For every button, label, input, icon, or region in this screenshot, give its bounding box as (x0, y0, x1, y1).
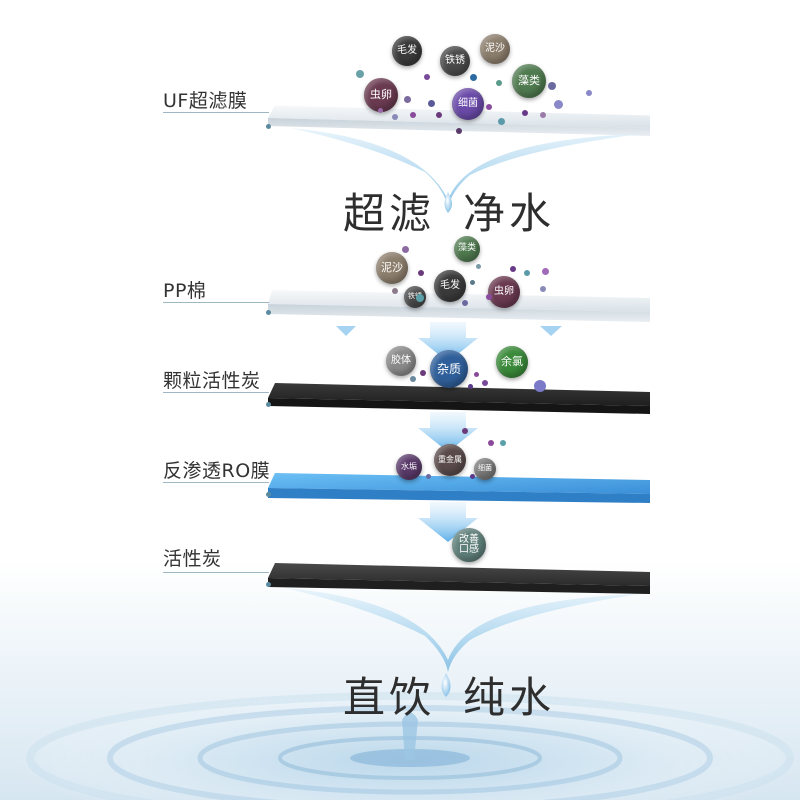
leader-dot-pp (266, 310, 271, 315)
particle-improve-taste-line2: 口感 (459, 544, 479, 555)
decorative-dot (498, 118, 505, 125)
slogan-top-right: 净水 (463, 189, 556, 238)
particle-pp-rust: 铁锈 (404, 286, 426, 308)
decorative-dot (470, 280, 475, 285)
decorative-dot (486, 294, 492, 300)
uf-water-funnel (290, 128, 640, 208)
leader-line-pp (163, 302, 269, 303)
pp-membrane-shape (268, 290, 650, 322)
particle-uf-bacteria: 细菌 (452, 88, 484, 120)
decorative-dot (540, 112, 546, 118)
decorative-dot (548, 82, 556, 90)
particle-improve-taste-line1: 改善 (459, 533, 479, 545)
pp-side-arrow-left (336, 326, 356, 336)
decorative-dot (462, 428, 468, 434)
decorative-dot (392, 114, 398, 120)
carbon-arrow (418, 412, 478, 452)
slogan-bottom-left: 直饮 (343, 673, 436, 722)
particle-carbon-colloid: 胶体 (386, 346, 416, 376)
particle-ro-bacteria: 细菌 (474, 458, 496, 480)
final-carbon-shape (268, 563, 650, 594)
decorative-dot (486, 104, 492, 110)
decorative-dot (436, 112, 442, 118)
ro-arrow (418, 502, 478, 542)
decorative-dot (392, 288, 398, 294)
decorative-dot (482, 380, 488, 386)
leader-line-activated-carbon (163, 572, 269, 573)
decorative-dot (420, 370, 426, 376)
decorative-dot (356, 70, 364, 78)
particle-uf-sand: 泥沙 (480, 34, 510, 64)
decorative-dot (540, 286, 546, 292)
decorative-dot (524, 270, 530, 276)
ro-membrane-shape (268, 473, 650, 503)
decorative-dot (554, 100, 563, 109)
decorative-dot (468, 384, 473, 389)
particle-uf-hair: 毛发 (392, 36, 422, 66)
leader-line-ro (163, 482, 269, 483)
decorative-dot (410, 376, 416, 382)
decorative-dot (410, 112, 416, 118)
slogan-top-left: 超滤 (343, 189, 436, 238)
slogan-bottom-right: 纯水 (463, 673, 556, 722)
particle-pp-hair: 毛发 (434, 270, 466, 302)
decorative-dot (586, 90, 592, 96)
decorative-dot (522, 110, 528, 116)
decorative-dot (424, 74, 430, 80)
particle-carbon-chlorine: 余氯 (496, 346, 528, 378)
decorative-dot (378, 108, 383, 113)
decorative-dot (488, 440, 494, 446)
particle-carbon-impurity: 杂质 (430, 350, 468, 388)
decorative-dot (542, 268, 549, 275)
leader-dot-activated-carbon (266, 582, 271, 587)
decorative-dot (456, 128, 462, 134)
carbon-layer-shape (268, 383, 650, 414)
layer-label-granular-carbon: 颗粒活性炭 (163, 370, 261, 392)
final-water-funnel (285, 588, 640, 672)
decorative-dot (418, 270, 424, 276)
particle-ro-heavy-metal: 重金属 (434, 444, 466, 476)
particle-ro-scale: 水垢 (396, 454, 422, 480)
leader-dot-ro (266, 492, 271, 497)
decorative-dot (404, 96, 411, 103)
decorative-dot (470, 474, 475, 479)
particle-pp-eggs: 虫卵 (488, 276, 520, 308)
layer-label-uf: UF超滤膜 (163, 90, 248, 112)
pp-arrow (418, 322, 478, 362)
particle-pp-sand: 泥沙 (376, 252, 408, 284)
particle-uf-rust: 铁锈 (440, 46, 470, 76)
layer-label-activated-carbon: 活性炭 (163, 548, 222, 570)
leader-line-uf (163, 112, 269, 113)
particle-uf-algae: 藻类 (512, 64, 546, 98)
decorative-dot (500, 440, 506, 446)
particle-pp-algae: 藻类 (454, 236, 480, 262)
decorative-dot (534, 380, 546, 392)
layer-label-pp: PP棉 (163, 280, 207, 302)
decorative-dot (416, 294, 424, 302)
decorative-dot (496, 80, 502, 86)
leader-dot-uf (266, 124, 271, 129)
decorative-dot (462, 300, 468, 306)
decorative-dot (426, 474, 431, 479)
decorative-dot (476, 264, 481, 269)
particle-improve-taste: 改善 口感 (452, 528, 486, 562)
leader-line-granular-carbon (163, 392, 269, 393)
pp-side-arrow-right (540, 326, 562, 336)
decorative-dot (474, 372, 479, 377)
leader-dot-granular-carbon (266, 402, 271, 407)
decorative-dot (510, 266, 516, 272)
decorative-dot (428, 100, 435, 107)
layer-label-ro: 反渗透RO膜 (163, 460, 271, 482)
decorative-dot (402, 246, 409, 253)
splash (402, 712, 418, 760)
particle-uf-eggs: 虫卵 (364, 78, 398, 112)
decorative-dot (470, 74, 477, 81)
